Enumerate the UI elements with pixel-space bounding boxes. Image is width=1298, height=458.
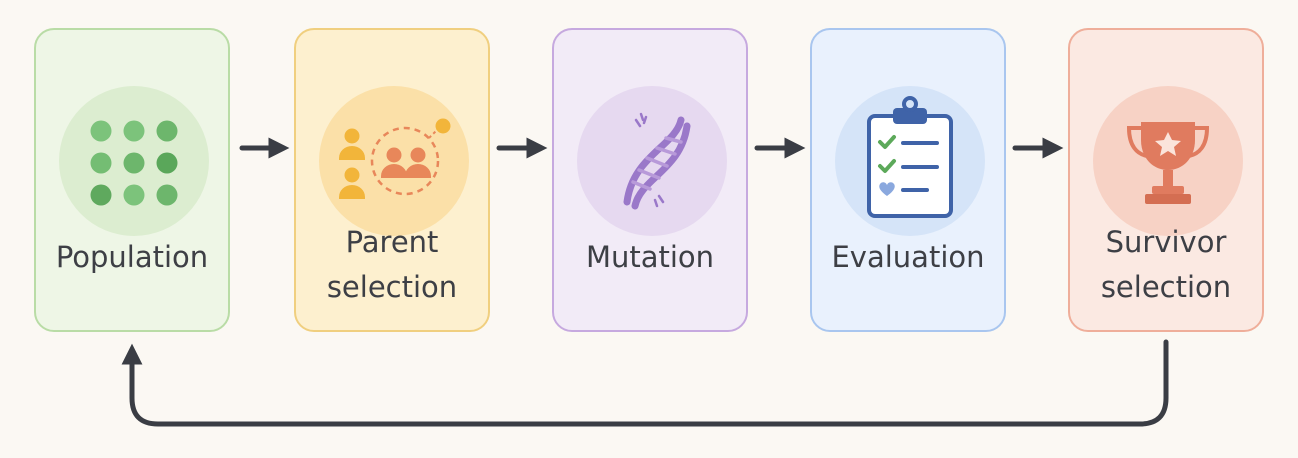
trophy-icon	[1126, 122, 1210, 204]
step-label-survivor-selection: Survivor selection	[1070, 220, 1262, 310]
step-label-parent-selection: Parent selection	[296, 220, 488, 310]
population-icon-badge	[59, 86, 209, 236]
step-mutation: Mutation	[552, 28, 748, 332]
step-label-population: Population	[36, 235, 228, 280]
step-label-line: Parent	[345, 225, 439, 259]
step-population: Population	[34, 28, 230, 332]
step-label-line: Population	[55, 240, 209, 274]
step-label-line: selection	[1100, 270, 1232, 304]
step-label-line: selection	[326, 270, 458, 304]
step-label-line: Mutation	[585, 240, 715, 274]
feedback-loop-arrow	[121, 339, 1169, 427]
step-survivor-selection: Survivor selection	[1068, 28, 1264, 332]
dna-icon	[623, 112, 691, 210]
people-selection-icon	[339, 118, 451, 199]
clipboard-checklist-icon	[867, 96, 953, 218]
mutation-icon-badge	[577, 86, 727, 236]
parent-selection-icon-badge	[319, 86, 469, 236]
dot-grid-icon	[90, 120, 178, 206]
step-evaluation: Evaluation	[810, 28, 1006, 332]
evaluation-icon-badge	[835, 86, 985, 236]
step-parent-selection: Parent selection	[294, 28, 490, 332]
step-label-mutation: Mutation	[554, 235, 746, 280]
step-label-line: Survivor	[1105, 225, 1227, 259]
step-label-line: Evaluation	[831, 240, 985, 274]
step-label-evaluation: Evaluation	[812, 235, 1004, 280]
survivor-selection-icon-badge	[1093, 86, 1243, 236]
